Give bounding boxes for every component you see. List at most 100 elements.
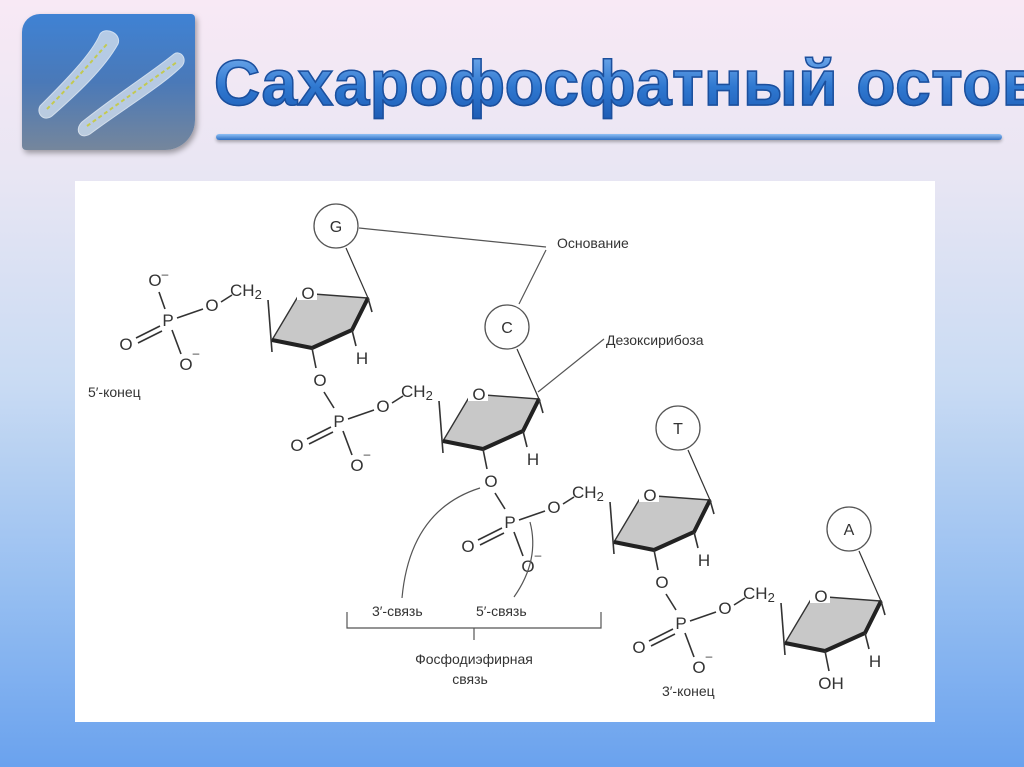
base-letter: A — [844, 522, 855, 539]
bond-line — [308, 431, 334, 445]
sugar-ring-shape — [783, 595, 883, 652]
ring-oxygen-bg — [639, 486, 659, 502]
phosphorus-atom: P — [333, 412, 344, 431]
phosphorus-atom: P — [504, 513, 515, 532]
chromosome-icon — [38, 30, 185, 137]
base: T — [655, 405, 711, 501]
bond-line — [479, 532, 505, 546]
deoxyribose-ring: OHO — [438, 385, 544, 510]
bond-line — [733, 597, 746, 606]
three-prime-oxygen-atom: O — [484, 472, 497, 491]
hydrogen-atom: H — [698, 551, 710, 570]
sugar-ring-shape — [270, 292, 370, 349]
bond-line — [137, 330, 163, 344]
bond-line — [135, 325, 161, 339]
bond-line — [311, 347, 317, 369]
ring-oxygen-bg — [468, 385, 488, 401]
oxygen-atom: O — [179, 355, 192, 374]
base-circle — [655, 405, 701, 451]
bond-line — [522, 430, 528, 448]
bond-line — [684, 632, 695, 658]
bond-line — [518, 510, 546, 521]
hydroxyl-group: OH — [818, 674, 844, 693]
bond-line — [482, 448, 488, 470]
ring-oxygen-atom: O — [472, 385, 485, 404]
base: G — [313, 203, 369, 299]
sugar-ring-edge — [613, 499, 712, 553]
bond-line — [513, 531, 524, 557]
title-underline — [216, 134, 1002, 140]
oxygen-atom: O — [119, 335, 132, 354]
base: A — [826, 506, 882, 602]
bond-line — [687, 449, 711, 501]
bond-line — [267, 299, 273, 353]
oxygen-atom: O — [521, 557, 534, 576]
bond-line — [367, 297, 373, 313]
bond-line — [653, 549, 659, 571]
bond-line — [158, 291, 166, 310]
five-prime-bond-curve — [513, 521, 534, 598]
bond-line — [709, 499, 715, 515]
bond-line — [824, 650, 830, 672]
three-prime-bond-curve — [401, 487, 481, 599]
bond-line — [306, 426, 332, 440]
bond-line — [880, 600, 886, 616]
bond-line — [351, 329, 357, 347]
methylene-group: CH2 — [401, 382, 433, 403]
sugar-ring-edge — [271, 297, 370, 351]
oxygen-atom: O — [461, 537, 474, 556]
base-circle — [826, 506, 872, 552]
bond-line — [665, 593, 677, 611]
bond-line — [562, 496, 575, 505]
chromosome-logo — [22, 14, 195, 150]
label-phosphodiester-line1: Фосфодиэфирная — [415, 651, 533, 667]
sugar-ring-shape — [441, 393, 541, 450]
three-prime-oxygen-atom: O — [313, 371, 326, 390]
base-circle — [484, 304, 530, 350]
hydrogen-atom: H — [356, 349, 368, 368]
methylene-group: CH2 — [230, 281, 262, 302]
bond-line — [693, 531, 699, 549]
bond-line — [494, 492, 506, 510]
base-pointer-line-c — [518, 249, 547, 305]
oxygen-atom: O — [148, 271, 161, 290]
bond-line — [538, 398, 544, 414]
oxygen-atom: O — [350, 456, 363, 475]
sugar-ring-edge — [784, 600, 883, 654]
bond-line — [477, 527, 503, 541]
hydrogen-atom: H — [869, 652, 881, 671]
oxygen-atom: O — [692, 658, 705, 677]
oxygen-atom: O — [632, 638, 645, 657]
label-five-prime-end: 5′-конец — [88, 384, 141, 400]
negative-charge: – — [193, 346, 200, 360]
phosphodiester-bracket — [346, 612, 602, 640]
negative-charge: – — [706, 649, 713, 663]
sugar-ring-edge — [442, 398, 541, 452]
label-three-prime-end: 3′-конец — [662, 683, 715, 699]
bond-line — [609, 501, 615, 555]
bond-line — [858, 550, 882, 602]
negative-charge: – — [535, 548, 542, 562]
methylene-group: CH2 — [743, 584, 775, 605]
bond-line — [176, 308, 204, 319]
negative-charge: – — [162, 267, 169, 281]
oxygen-atom: O — [547, 498, 560, 517]
bond-line — [780, 602, 786, 656]
ring-oxygen-bg — [810, 587, 830, 603]
deoxyribose-ring: OHO — [609, 486, 715, 611]
base-letter: T — [673, 421, 683, 438]
bond-line — [347, 409, 375, 420]
deoxyribose-ring: OHO — [267, 284, 373, 409]
label-five-prime-bond: 5′-связь — [476, 603, 527, 619]
bond-line — [648, 628, 674, 642]
bond-line — [391, 395, 404, 404]
bond-line — [171, 329, 182, 355]
base-letter: C — [501, 320, 513, 337]
